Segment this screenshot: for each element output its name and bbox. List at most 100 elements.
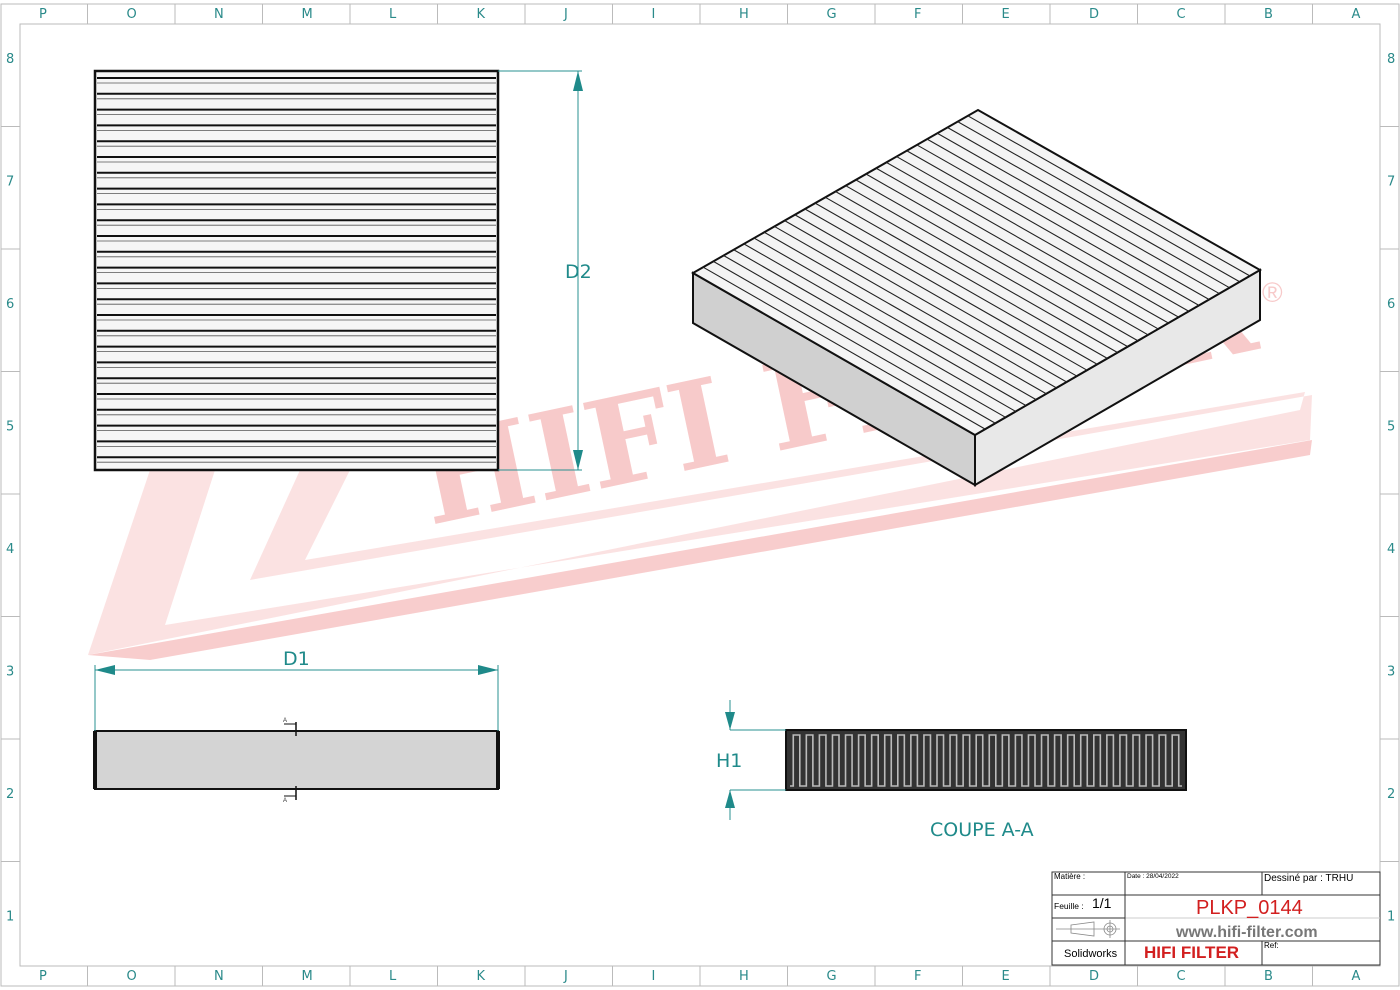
section-title: COUPE A-A — [930, 819, 1034, 841]
row-label: 1 — [6, 910, 14, 925]
column-label: M — [302, 969, 313, 984]
iso-pleat-line — [886, 161, 1169, 324]
column-label: K — [477, 969, 486, 984]
column-label: D — [1089, 7, 1099, 22]
column-label: E — [1002, 969, 1010, 984]
column-label: C — [1177, 7, 1186, 22]
iso-pleat-line — [957, 121, 1240, 283]
column-label: J — [563, 7, 568, 22]
row-label: 7 — [6, 175, 14, 190]
d1-label: D1 — [283, 648, 310, 670]
part-number: PLKP_0144 — [1196, 897, 1303, 919]
iso-pleat-line — [733, 249, 1016, 412]
column-label: J — [563, 969, 568, 984]
column-label: N — [214, 7, 224, 22]
row-label: 2 — [6, 787, 14, 802]
section-mark-bottom: A — [283, 786, 297, 804]
dimension-d1: D1 — [94, 648, 499, 731]
isometric-view — [690, 108, 1263, 487]
column-label: O — [127, 7, 137, 22]
column-label: P — [39, 7, 47, 22]
row-label: 8 — [1387, 52, 1395, 67]
iso-pleat-line — [947, 126, 1230, 289]
title-block: Matière : Date : 28/04/2022 Dessiné par … — [1051, 871, 1381, 966]
iso-pleat-lines — [702, 115, 1251, 430]
column-label: L — [389, 969, 397, 984]
website: www.hifi-filter.com — [1175, 924, 1318, 941]
software-label: Solidworks — [1064, 948, 1118, 960]
row-label: 1 — [1387, 910, 1395, 925]
sheet-value: 1/1 — [1092, 895, 1112, 911]
dimension-h1: H1 — [716, 700, 786, 820]
column-label: O — [127, 969, 137, 984]
row-label: 5 — [1387, 420, 1395, 435]
iso-pleat-line — [814, 202, 1098, 365]
projection-symbol-icon — [1056, 920, 1120, 938]
h1-label: H1 — [716, 750, 742, 772]
dimension-d2: D2 — [498, 70, 592, 471]
column-label: P — [39, 969, 47, 984]
column-label: E — [1002, 7, 1010, 22]
row-label: 8 — [6, 52, 14, 67]
section-letter-top: A — [283, 718, 287, 724]
front-view: A A — [93, 718, 500, 804]
column-label: F — [914, 969, 921, 984]
iso-pleat-line — [967, 115, 1251, 277]
section-mark-top: A — [283, 718, 297, 736]
iso-pleat-line — [937, 132, 1220, 295]
material-label: Matière : — [1054, 872, 1085, 881]
iso-pleat-line — [784, 220, 1067, 383]
registered-mark: ® — [1262, 277, 1283, 308]
row-label: 7 — [1387, 175, 1395, 190]
iso-pleat-line — [875, 167, 1159, 330]
iso-pleat-line — [763, 231, 1047, 395]
brand-name: HIFI FILTER — [1144, 943, 1239, 962]
ref-label: Ref: — [1264, 941, 1279, 950]
row-label: 6 — [6, 297, 14, 312]
iso-pleat-line — [753, 237, 1037, 401]
d2-label: D2 — [565, 261, 592, 283]
column-label: I — [652, 7, 656, 22]
iso-pleat-line — [713, 260, 996, 424]
row-label: 3 — [1387, 665, 1395, 680]
row-label: 5 — [6, 420, 14, 435]
iso-pleat-line — [743, 243, 1027, 407]
column-label: B — [1264, 969, 1273, 984]
iso-pleat-line — [794, 214, 1078, 377]
iso-pleat-line — [702, 266, 986, 430]
iso-pleat-line — [845, 185, 1128, 348]
iso-pleat-line — [855, 179, 1139, 342]
column-label: I — [652, 969, 656, 984]
column-label: G — [827, 7, 837, 22]
top-view — [93, 69, 500, 472]
section-view — [785, 729, 1187, 791]
section-letter-bottom: A — [283, 798, 287, 804]
date-text: Date : 28/04/2022 — [1127, 873, 1179, 880]
drawn-by: Dessiné par : TRHU — [1264, 873, 1353, 884]
row-label: 4 — [1387, 542, 1395, 557]
column-label: H — [739, 969, 749, 984]
iso-pleat-line — [774, 225, 1057, 389]
row-label: 2 — [1387, 787, 1395, 802]
iso-pleat-line — [835, 191, 1118, 353]
iso-pleat-line — [825, 196, 1108, 359]
column-label: A — [1352, 7, 1361, 22]
iso-pleat-line — [723, 255, 1006, 418]
column-label: C — [1177, 969, 1186, 984]
column-label: K — [477, 7, 486, 22]
row-label: 3 — [6, 665, 14, 680]
column-label: F — [914, 7, 921, 22]
iso-pleat-line — [906, 150, 1190, 312]
iso-pleat-line — [865, 173, 1149, 336]
column-label: A — [1352, 969, 1361, 984]
column-label: G — [827, 969, 837, 984]
iso-pleat-line — [896, 156, 1179, 318]
row-label: 6 — [1387, 297, 1395, 312]
column-label: M — [302, 7, 313, 22]
iso-pleat-line — [804, 208, 1088, 371]
iso-pleat-line — [916, 144, 1200, 306]
column-label: B — [1264, 7, 1273, 22]
row-label: 4 — [6, 542, 14, 557]
